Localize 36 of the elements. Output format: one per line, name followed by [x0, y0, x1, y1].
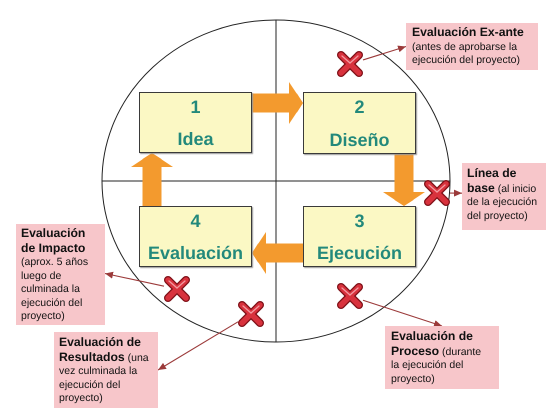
cross-mark-icon: [164, 276, 190, 302]
leader-arrow: [158, 321, 238, 370]
leader-arrow: [450, 190, 462, 197]
note-text: Evaluación de Impacto (aprox. 5 años luego de culminada la ejecución del proyecto): [21, 227, 90, 324]
step-box: [139, 92, 252, 153]
block-arrow: [252, 232, 303, 274]
block-arrow: [252, 82, 303, 124]
step-label: Idea: [177, 129, 214, 150]
block-arrow: [131, 153, 173, 206]
step-number: 4: [190, 211, 200, 232]
step-label: Ejecución: [316, 243, 402, 264]
note-box: [385, 326, 499, 389]
note-text: Evaluación Ex-ante (antes de aprobarse la ejecución del proyecto): [412, 26, 525, 68]
note-box: [54, 332, 158, 408]
cross-mark-icon: [337, 283, 363, 309]
step-box: [303, 92, 416, 154]
note-box: [462, 163, 546, 230]
step-number: 2: [354, 97, 364, 118]
step-number: 1: [190, 97, 200, 118]
cross-mark-icon: [424, 180, 450, 206]
step-box: [139, 206, 252, 267]
leader-arrow: [104, 272, 164, 287]
step-label: Diseño: [329, 130, 390, 151]
step-label: Evaluación: [148, 243, 244, 264]
note-box: [16, 224, 105, 325]
note-box: [406, 23, 538, 70]
note-text: Evaluación de Proceso (durante la ejecución del proyecto): [391, 330, 482, 386]
leader-arrow: [362, 46, 406, 60]
note-text: Evaluación de Resultados (una vez culminada la ejecución del proyecto): [59, 336, 150, 406]
cross-mark-icon: [337, 51, 363, 77]
leader-arrow: [362, 300, 442, 327]
step-box: [303, 206, 416, 267]
step-number: 3: [354, 211, 364, 232]
block-arrow: [383, 154, 425, 206]
cross-mark-icon: [238, 301, 264, 327]
note-text: Línea de base (al inicio de la ejecución del proyecto): [467, 167, 538, 223]
